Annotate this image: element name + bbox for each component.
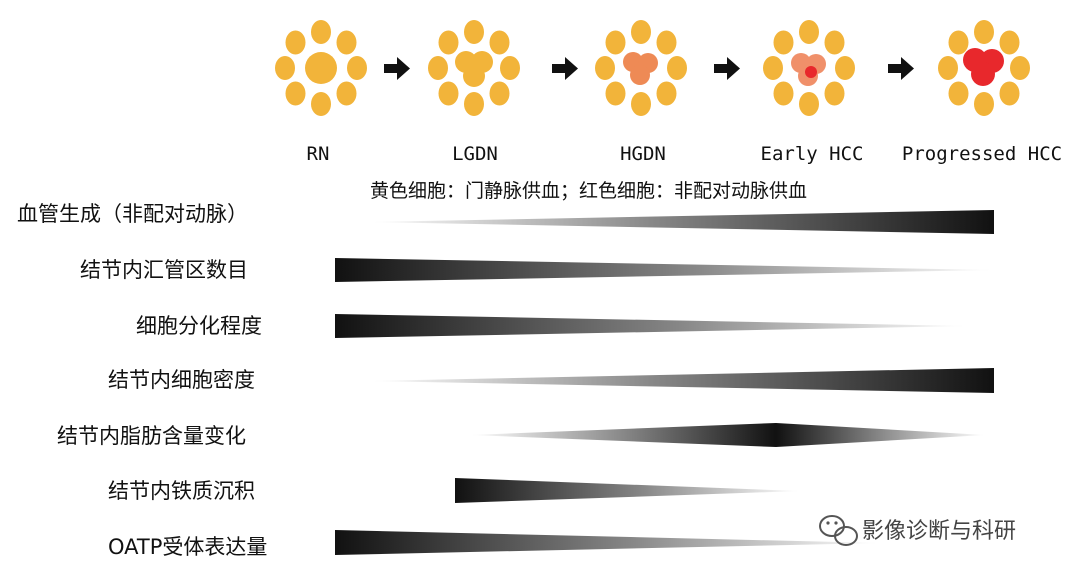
peripheral-cell (999, 81, 1020, 106)
row-label: 结节内汇管区数目 (80, 258, 248, 282)
peripheral-cell (773, 81, 794, 106)
stage-label-hgdn: HGDN (620, 143, 666, 165)
stage-label-rn: RN (307, 143, 330, 165)
peripheral-cells (763, 20, 855, 116)
peripheral-cell (974, 20, 994, 44)
stage-early-hcc: Early HCC (761, 20, 864, 165)
peripheral-cell (824, 30, 845, 55)
peripheral-cell (464, 92, 484, 116)
peripheral-cell (275, 56, 295, 80)
stage-lgdn: LGDN (428, 20, 520, 165)
peripheral-cells (595, 20, 687, 116)
wechat-icon (819, 515, 858, 546)
arrow-right-icon (888, 57, 914, 80)
peripheral-cells (275, 20, 367, 116)
peripheral-cell (311, 92, 331, 116)
peripheral-cell (428, 56, 448, 80)
arrow-right-icon (714, 57, 740, 80)
peripheral-cell (1010, 56, 1030, 80)
trend-wedge-decreasing (335, 530, 880, 555)
stage-rn: RN (275, 20, 367, 165)
peripheral-cell (948, 81, 969, 106)
watermark: 影像诊断与科研 (819, 515, 1016, 546)
peripheral-cell (799, 20, 819, 44)
peripheral-cell (438, 81, 459, 106)
peripheral-cell (347, 56, 367, 80)
row-label: 结节内脂肪含量变化 (57, 424, 246, 448)
peripheral-cell (938, 56, 958, 80)
peripheral-cell (656, 30, 677, 55)
peripheral-cell (336, 30, 357, 55)
stage-label-lgdn: LGDN (452, 143, 498, 165)
stage-label-early-hcc: Early HCC (761, 143, 864, 165)
peripheral-cell (999, 30, 1020, 55)
peripheral-cell (595, 56, 615, 80)
peripheral-cell (631, 92, 651, 116)
peripheral-cell (773, 30, 794, 55)
peripheral-cell (489, 81, 510, 106)
peripheral-cell (799, 92, 819, 116)
central-cell-cluster (791, 53, 826, 86)
peripheral-cell (605, 81, 626, 106)
peripheral-cells (938, 20, 1030, 116)
peripheral-cell (464, 20, 484, 44)
central-cell-cluster (455, 51, 493, 87)
peripheral-cell (824, 81, 845, 106)
trend-wedge-increasing (370, 210, 994, 234)
trend-wedge-increasing (370, 368, 994, 393)
row-label: 细胞分化程度 (136, 314, 262, 338)
trend-wedge-decreasing (455, 478, 800, 503)
peripheral-cell (974, 92, 994, 116)
arrow-right-icon (384, 57, 410, 80)
trend-wedge-decreasing (335, 314, 968, 338)
peripheral-cell (667, 56, 687, 80)
peripheral-cell (438, 30, 459, 55)
peripheral-cell (285, 30, 306, 55)
peripheral-cell (500, 56, 520, 80)
row-label: OATP受体表达量 (108, 535, 267, 559)
central-cell-cluster (623, 52, 658, 85)
stage-progressed-hcc: Progressed HCC (902, 20, 1062, 165)
peripheral-cell (605, 30, 626, 55)
central-cell-large (305, 52, 337, 84)
row-label: 血管生成（非配对动脉） (17, 202, 248, 226)
red-dot (805, 66, 817, 78)
peripheral-cell (336, 81, 357, 106)
watermark-text: 影像诊断与科研 (862, 519, 1016, 544)
trend-wedge-peak (470, 423, 985, 447)
color-legend: 黄色细胞：门静脉供血；红色细胞：非配对动脉供血 (370, 180, 807, 202)
stage-label-progressed-hcc: Progressed HCC (902, 143, 1062, 165)
arrow-right-icon (552, 57, 578, 80)
row-label: 结节内细胞密度 (108, 368, 255, 392)
peripheral-cell (656, 81, 677, 106)
stage-hgdn: HGDN (595, 20, 687, 165)
row-label: 结节内铁质沉积 (108, 479, 255, 503)
peripheral-cell (835, 56, 855, 80)
peripheral-cell (631, 20, 651, 44)
peripheral-cell (763, 56, 783, 80)
central-cell-cluster (963, 48, 1004, 86)
peripheral-cell (311, 20, 331, 44)
peripheral-cell (489, 30, 510, 55)
peripheral-cell (948, 30, 969, 55)
peripheral-cell (285, 81, 306, 106)
trend-wedge-decreasing (335, 258, 995, 282)
peripheral-cells (428, 20, 520, 116)
